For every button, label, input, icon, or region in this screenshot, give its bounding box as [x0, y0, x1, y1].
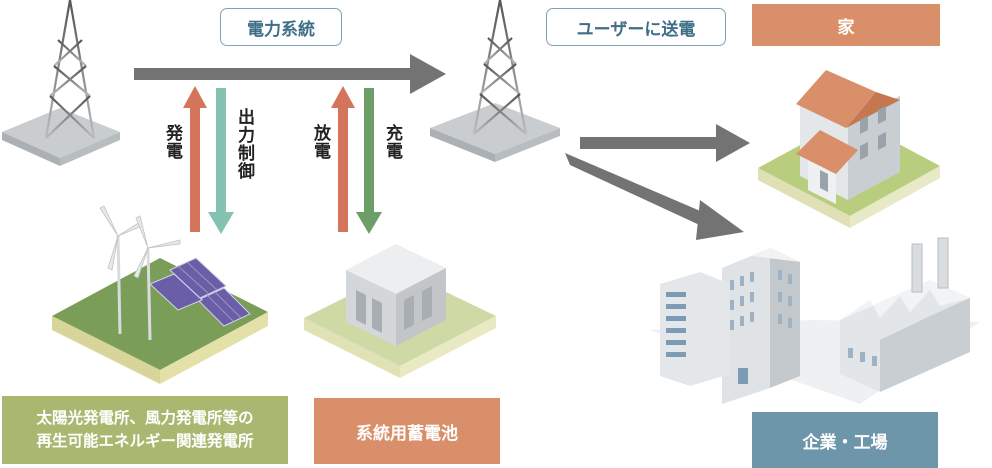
renewable-label: 太陽光発電所、風力発電所等の 再生可能エネルギー関連発電所: [2, 396, 288, 464]
charge-label: 充電: [382, 124, 402, 160]
battery-storage-illustration: [304, 244, 496, 378]
grid-label: 電力系統: [220, 8, 342, 46]
arrow-discharge: [331, 86, 355, 232]
output-control-label: 出力制御: [234, 108, 254, 180]
send-to-user-label: ユーザーに送電: [546, 8, 726, 46]
arrow-charge: [356, 88, 382, 234]
generation-label: 発電: [162, 124, 182, 160]
arrow-to-business: [565, 153, 744, 240]
transmission-tower-left: [2, 0, 120, 166]
business-label: 企業・工場: [752, 412, 938, 468]
arrow-to-house: [580, 124, 750, 162]
transmission-tower-right: [430, 0, 560, 162]
house-illustration: [758, 70, 940, 228]
arrow-generation: [183, 86, 207, 232]
business-factory-illustration: [650, 237, 980, 404]
grid-flow-arrow: [134, 54, 446, 94]
arrow-output-control: [208, 88, 234, 234]
renewable-plant-illustration: [52, 205, 268, 384]
battery-label: 系統用蓄電池: [314, 398, 500, 464]
house-label: 家: [752, 4, 940, 46]
discharge-label: 放電: [310, 124, 330, 160]
